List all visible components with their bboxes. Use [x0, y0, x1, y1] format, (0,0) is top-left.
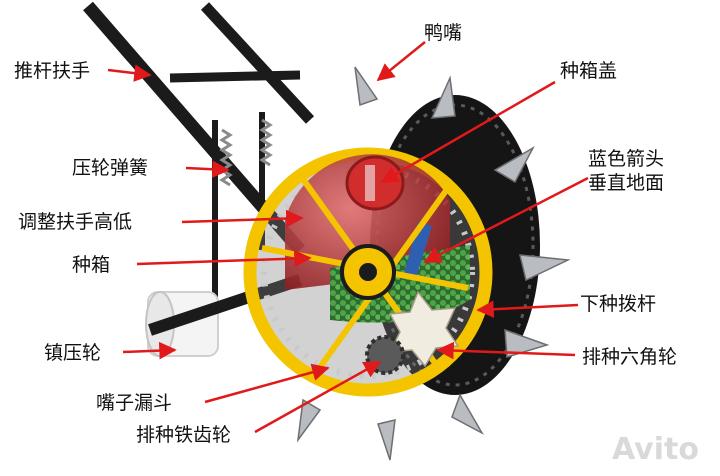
arrow-adjust-handle — [181, 209, 304, 228]
label-adjust-handle-height: 调整扶手高低 — [18, 211, 133, 233]
arrow-seed-box-cover — [380, 80, 556, 184]
arrow-seed-box — [136, 249, 312, 268]
arrow-press-wheel-spring — [185, 160, 230, 178]
label-seed-box: 种箱 — [72, 254, 111, 276]
arrow-press-wheel — [122, 341, 177, 360]
label-push-handle: 推杆扶手 — [14, 60, 91, 82]
arrow-lower-seed-lever — [476, 300, 579, 318]
label-blue-arrow-line2: 垂直地面 — [588, 172, 665, 194]
press-roller — [145, 274, 302, 357]
label-press-wheel: 镇压轮 — [44, 342, 102, 364]
seeding-wheel — [243, 147, 493, 397]
arrow-duck-beak — [376, 41, 426, 82]
label-seed-box-cover: 种箱盖 — [560, 60, 618, 82]
label-blue-arrow-line1: 蓝色箭头 — [588, 148, 665, 170]
duck-beak-spikes — [296, 66, 571, 461]
callout-arrows — [107, 41, 589, 434]
arrow-iron-gear — [254, 360, 382, 434]
label-lower-seed-lever: 下种拨杆 — [580, 293, 657, 315]
avito-watermark: Avito — [612, 432, 699, 467]
arrow-push-handle — [107, 64, 152, 82]
label-press-wheel-spring: 压轮弹簧 — [72, 157, 149, 179]
label-hex-seed-wheel: 排种六角轮 — [582, 346, 678, 368]
label-duck-beak: 鸭嘴 — [424, 22, 463, 44]
label-nozzle-funnel: 嘴子漏斗 — [96, 392, 173, 414]
arrow-nozzle-funnel — [204, 363, 330, 404]
label-iron-seed-gear: 排种铁齿轮 — [136, 424, 232, 446]
arrow-blue-arrow — [423, 176, 589, 264]
arrow-hex-wheel — [436, 341, 576, 360]
